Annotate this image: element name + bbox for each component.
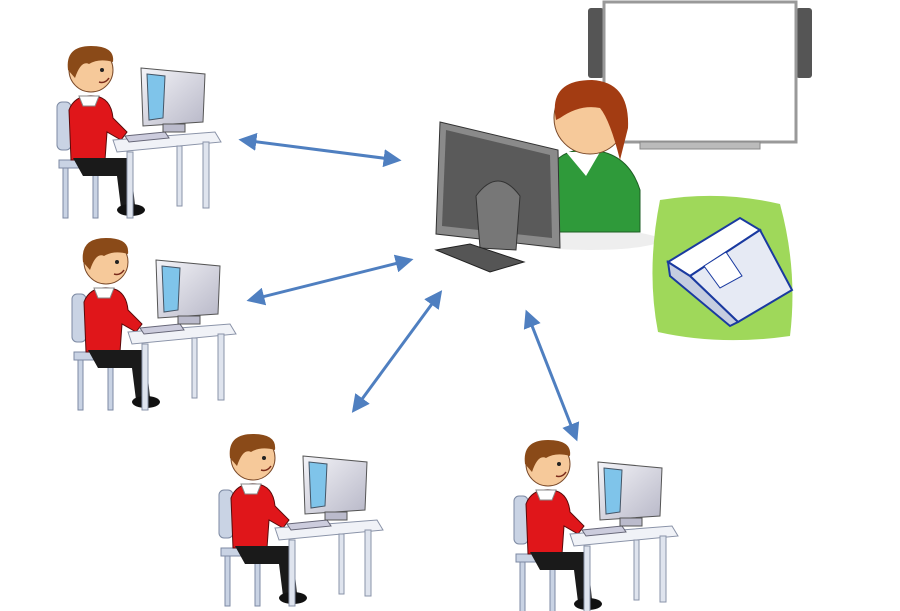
student-workstation-2 [71, 237, 237, 411]
student-workstation-1 [56, 45, 222, 219]
connection-arrow-student-1 [238, 132, 402, 168]
connection-arrow-student-4 [523, 309, 580, 442]
scanner [652, 195, 794, 341]
student-workstation-3 [218, 433, 384, 607]
interactive-whiteboard [588, 0, 812, 150]
student-workstation-4 [513, 439, 679, 611]
teacher-workstation [434, 80, 660, 273]
connection-arrow-student-3 [351, 290, 443, 413]
connection-arrow-student-2 [246, 254, 414, 306]
